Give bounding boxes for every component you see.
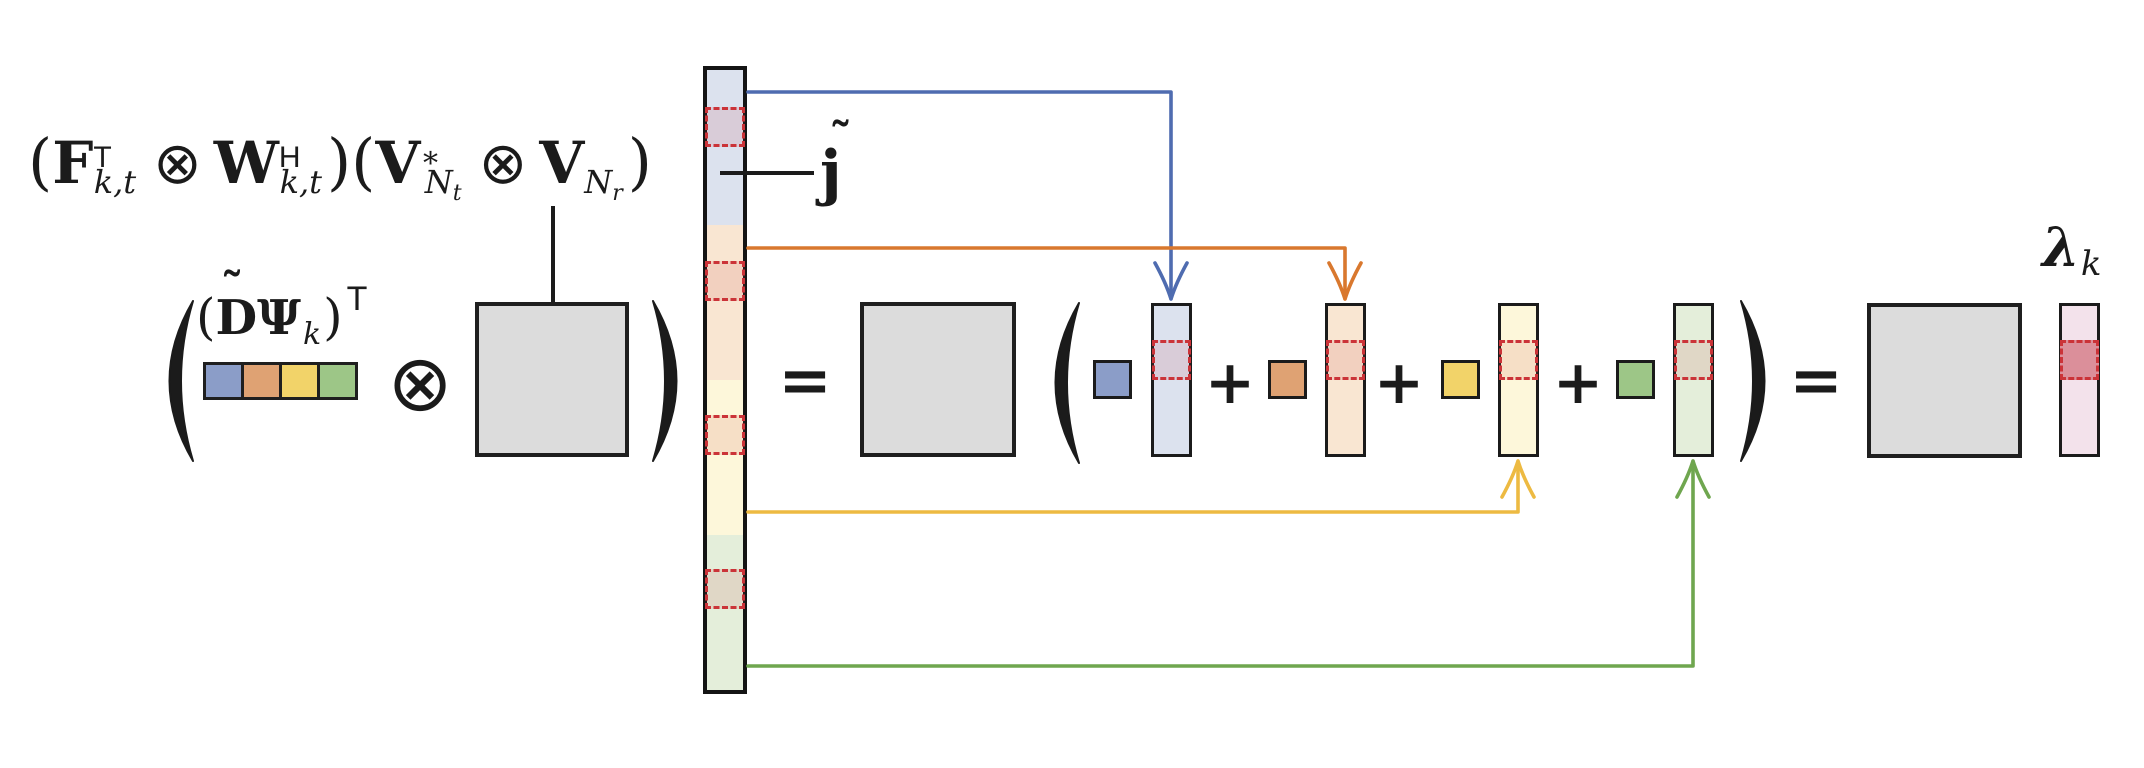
scalar-blue <box>1093 360 1132 399</box>
psi-subscript: k <box>302 317 322 352</box>
column-blue <box>1151 303 1192 457</box>
formula-pointer-line <box>551 206 555 326</box>
left-group-close-paren <box>652 300 678 462</box>
equals-sign-2: = <box>1789 343 1843 418</box>
left-group-open-paren <box>168 300 194 462</box>
column-orange <box>1325 303 1366 457</box>
kron-matrix-box <box>475 302 629 457</box>
dpsi-row-vector <box>203 362 358 400</box>
plus-sign-2: + <box>1373 348 1425 418</box>
scalar-yellow <box>1441 360 1480 399</box>
highlight-box <box>705 569 745 609</box>
highlight-box <box>1674 340 1713 380</box>
dpsi-label: (D˜Ψk)T <box>196 263 368 362</box>
matrix-V1: V <box>375 129 421 197</box>
highlight-box <box>705 415 745 455</box>
V2-subscript: Nr <box>584 162 623 206</box>
sum-close-paren <box>1740 300 1766 462</box>
j-segment-green <box>707 535 743 690</box>
equals-sign-1: = <box>778 343 832 418</box>
hermitian-sup: H <box>278 141 301 175</box>
j-label: ˜ j <box>820 113 852 208</box>
dpsi-close-paren: ) <box>323 288 343 346</box>
plus-sign-3: + <box>1552 348 1604 418</box>
lambda-column <box>2059 303 2100 457</box>
j-segment-orange <box>707 225 743 380</box>
rowvec-cell-yellow <box>279 365 317 397</box>
arrow-orange <box>746 246 1347 298</box>
lambda-subscript: k <box>2080 244 2102 284</box>
highlight-box <box>2060 340 2099 380</box>
product-matrix-box <box>860 302 1016 457</box>
j-segment-blue <box>707 70 743 225</box>
otimes-operator: ⊗ <box>387 339 453 429</box>
transpose-sup: T <box>93 141 112 175</box>
formula-open-paren: ( <box>28 125 53 198</box>
otimes-icon: ⊗ <box>153 129 202 197</box>
dpsi-open-paren: ( <box>196 288 216 346</box>
highlight-box <box>1499 340 1538 380</box>
rowvec-cell-green <box>317 365 355 397</box>
tilde-accent: ˜ <box>220 263 244 318</box>
arrow-green <box>746 462 1695 668</box>
rowvec-cell-blue <box>206 365 241 397</box>
sum-open-paren <box>1054 302 1080 464</box>
V1-subscript: Nt <box>424 162 462 206</box>
W-subscript: k,t <box>279 162 322 201</box>
highlight-box <box>1152 340 1191 380</box>
otimes-icon: ⊗ <box>478 129 528 197</box>
matrix-D-tilde: D˜ <box>216 263 258 355</box>
transpose-sup: T <box>346 280 368 318</box>
kron-formula: (FTk,t⊗WHk,t)(V∗Nt⊗VNr) <box>28 116 652 223</box>
result-matrix-box <box>1867 303 2022 458</box>
scalar-green <box>1616 360 1655 399</box>
j-segment-yellow <box>707 380 743 535</box>
rowvec-cell-orange <box>241 365 279 397</box>
matrix-Psi: Ψ <box>257 290 301 346</box>
highlight-box <box>1326 340 1365 380</box>
arrow-blue <box>746 90 1173 298</box>
highlight-box <box>705 261 745 301</box>
F-subscript: k,t <box>93 162 137 201</box>
column-green <box>1673 303 1714 457</box>
scalar-orange <box>1268 360 1307 399</box>
plus-sign-1: + <box>1204 348 1256 418</box>
formula-mid-parens: )( <box>326 125 376 198</box>
j-pointer-line <box>720 171 814 175</box>
formula-close-paren: ) <box>627 125 652 198</box>
matrix-F: F <box>52 129 94 197</box>
conjugate-sup: ∗ <box>420 140 441 176</box>
matrix-W: W <box>213 129 279 197</box>
lambda-label: λk <box>2042 215 2102 284</box>
column-yellow <box>1498 303 1539 457</box>
highlight-box <box>705 107 745 147</box>
arrow-yellow <box>746 462 1520 514</box>
j-vector <box>703 66 747 694</box>
matrix-V2: V <box>539 129 585 197</box>
